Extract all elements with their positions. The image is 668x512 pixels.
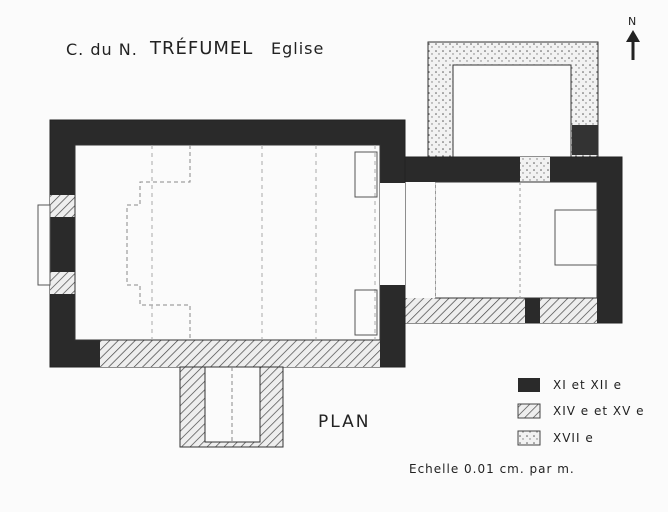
north-arrow-icon (626, 30, 640, 60)
north-label: N (628, 15, 638, 28)
legend-swatch-dotted (517, 430, 541, 446)
legend-label-xvii: XVII e (553, 431, 594, 445)
scale-label: Echelle 0.01 cm. par m. (409, 462, 575, 476)
legend-swatch-hatched (517, 403, 541, 419)
nave (37, 119, 406, 368)
chancel (404, 156, 623, 324)
title-region: C. du N. (66, 40, 138, 59)
plan-label: PLAN (318, 412, 371, 432)
title-building: Eglise (271, 39, 325, 58)
legend-label-xiv-xv: XIV e et XV e (553, 404, 645, 418)
legend-swatch-dark (518, 378, 540, 392)
legend-label-xi-xii: XI et XII e (553, 378, 622, 392)
south-porch (179, 366, 284, 448)
title-commune: TRÉFUMEL (150, 38, 254, 59)
